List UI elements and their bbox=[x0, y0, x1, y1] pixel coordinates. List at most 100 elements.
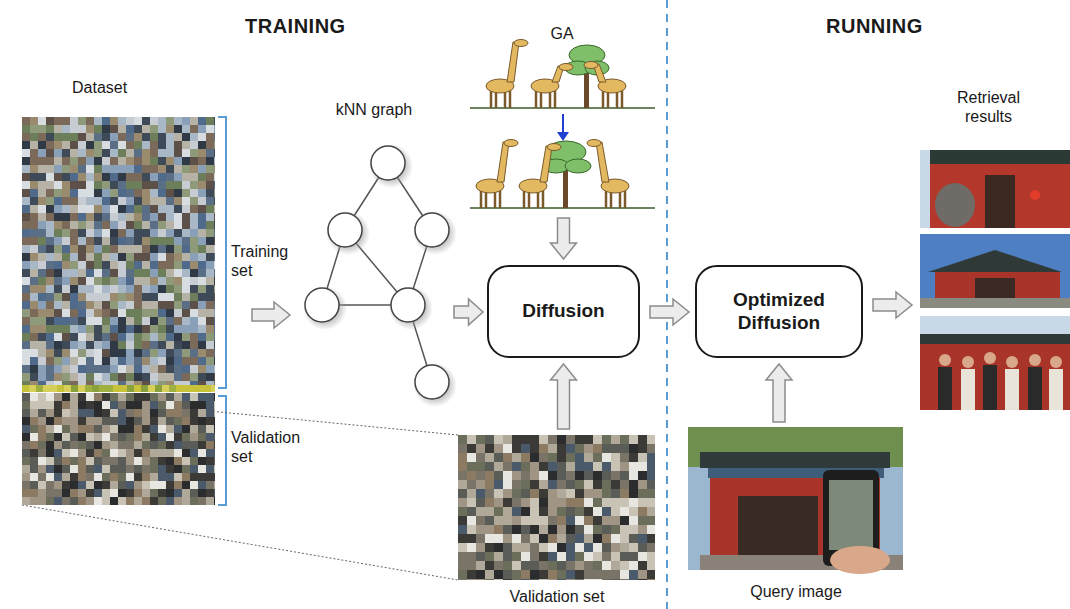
mosaic-tile bbox=[494, 498, 503, 507]
mosaic-tile bbox=[126, 457, 134, 465]
mosaic-tile bbox=[62, 245, 70, 253]
mosaic-tile bbox=[206, 457, 214, 465]
mosaic-tile bbox=[102, 285, 110, 293]
mosaic-tile bbox=[78, 133, 86, 141]
mosaic-tile bbox=[485, 516, 494, 525]
mosaic-tile bbox=[62, 381, 70, 385]
mosaic-tile bbox=[134, 473, 142, 481]
mosaic-tile bbox=[629, 480, 638, 489]
mosaic-tile bbox=[198, 317, 206, 325]
mosaic-tile bbox=[198, 481, 206, 489]
mosaic-tile bbox=[78, 441, 86, 449]
mosaic-tile bbox=[476, 525, 485, 534]
mosaic-tile bbox=[190, 149, 198, 157]
mosaic-tile bbox=[142, 473, 150, 481]
mosaic-tile bbox=[182, 253, 190, 261]
giraffe bbox=[531, 64, 573, 109]
mosaic-tile bbox=[22, 253, 30, 261]
mosaic-tile bbox=[126, 277, 134, 285]
mosaic-tile bbox=[54, 457, 62, 465]
mosaic-tile bbox=[190, 213, 198, 221]
mosaic-tile bbox=[158, 317, 166, 325]
mosaic-tile bbox=[110, 325, 118, 333]
mosaic-tile bbox=[54, 269, 62, 277]
giraffe bbox=[587, 140, 629, 209]
mosaic-tile bbox=[166, 277, 174, 285]
mosaic-tile bbox=[134, 441, 142, 449]
mosaic-tile bbox=[134, 277, 142, 285]
mosaic-tile bbox=[62, 341, 70, 349]
mosaic-tile bbox=[638, 444, 647, 453]
mosaic-tile bbox=[110, 473, 118, 481]
mosaic-tile bbox=[214, 357, 215, 365]
mosaic-tile bbox=[206, 277, 214, 285]
mosaic-tile bbox=[190, 425, 198, 433]
mosaic-tile bbox=[158, 205, 166, 213]
mosaic-tile bbox=[46, 317, 54, 325]
mosaic-tile bbox=[150, 117, 158, 125]
mosaic-tile bbox=[126, 401, 134, 409]
mosaic-tile bbox=[118, 473, 126, 481]
mosaic-tile bbox=[494, 480, 503, 489]
mosaic-tile bbox=[46, 417, 54, 425]
mosaic-tile bbox=[22, 229, 30, 237]
mosaic-tile bbox=[629, 471, 638, 480]
mosaic-tile bbox=[593, 471, 602, 480]
mosaic-tile bbox=[30, 449, 38, 457]
mosaic-tile bbox=[134, 293, 142, 301]
mosaic-tile bbox=[134, 425, 142, 433]
giraffe-head bbox=[584, 62, 598, 69]
mosaic-tile bbox=[174, 253, 182, 261]
mosaic-tile bbox=[126, 301, 134, 309]
mosaic-tile bbox=[150, 365, 158, 373]
mosaic-tile bbox=[102, 301, 110, 309]
mosaic-tile bbox=[214, 205, 215, 213]
process-box: Diffusion bbox=[487, 265, 640, 358]
mosaic-tile bbox=[174, 357, 182, 365]
mosaic-tile bbox=[22, 149, 30, 157]
mosaic-tile bbox=[46, 277, 54, 285]
mosaic-tile bbox=[118, 189, 126, 197]
mosaic-tile bbox=[54, 497, 62, 505]
mosaic-tile bbox=[647, 498, 655, 507]
mosaic-tile bbox=[602, 471, 611, 480]
mosaic-tile bbox=[198, 401, 206, 409]
mosaic-tile bbox=[46, 245, 54, 253]
mosaic-tile bbox=[62, 125, 70, 133]
mosaic-tile bbox=[126, 205, 134, 213]
mosaic-tile bbox=[206, 285, 214, 293]
mosaic-tile bbox=[190, 433, 198, 441]
mosaic-tile bbox=[458, 579, 467, 580]
mosaic-tile bbox=[530, 498, 539, 507]
mosaic-tile bbox=[134, 165, 142, 173]
mosaic-tile bbox=[174, 125, 182, 133]
mosaic-tile bbox=[458, 444, 467, 453]
mosaic-tile bbox=[182, 481, 190, 489]
giraffe-head bbox=[547, 144, 561, 151]
mosaic-tile bbox=[158, 393, 166, 401]
mosaic-tile bbox=[46, 357, 54, 365]
mosaic-tile bbox=[458, 462, 467, 471]
mosaic-tile bbox=[503, 552, 512, 561]
mosaic-tile bbox=[126, 245, 134, 253]
mosaic-tile bbox=[214, 325, 215, 333]
mosaic-tile bbox=[70, 409, 78, 417]
mosaic-tile bbox=[102, 205, 110, 213]
mosaic-tile bbox=[70, 441, 78, 449]
mosaic-tile bbox=[22, 165, 30, 173]
mosaic-tile bbox=[30, 433, 38, 441]
mosaic-tile bbox=[94, 449, 102, 457]
mosaic-tile bbox=[38, 317, 46, 325]
mosaic-tile bbox=[110, 365, 118, 373]
mosaic-tile bbox=[78, 433, 86, 441]
mosaic-tile bbox=[539, 435, 548, 444]
mosaic-tile bbox=[142, 309, 150, 317]
giraffe bbox=[486, 40, 528, 109]
mosaic-tile bbox=[174, 365, 182, 373]
mosaic-tile bbox=[110, 341, 118, 349]
mosaic-tile bbox=[126, 497, 134, 505]
mosaic-tile bbox=[476, 489, 485, 498]
mosaic-tile bbox=[158, 401, 166, 409]
mosaic-tile bbox=[102, 213, 110, 221]
mosaic-tile bbox=[647, 489, 655, 498]
